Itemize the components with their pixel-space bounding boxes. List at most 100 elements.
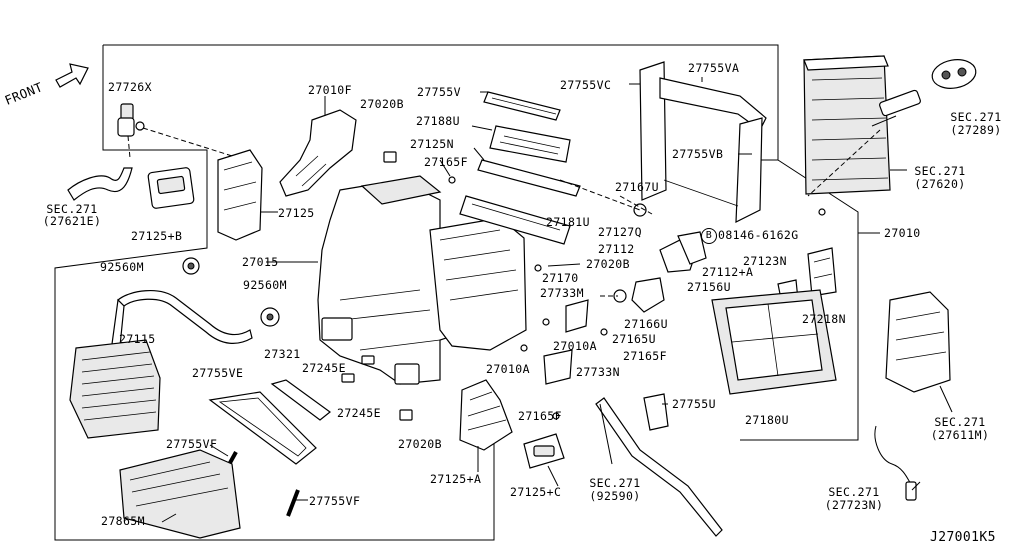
duct-27611M-icon bbox=[885, 291, 951, 393]
seal-27755V-icon bbox=[483, 91, 561, 121]
leader-lines bbox=[161, 77, 953, 523]
valve-27726X-icon bbox=[117, 103, 246, 161]
panel-27755VB-icon bbox=[663, 117, 763, 223]
gasket-27289-icon bbox=[931, 59, 977, 89]
label-27166U: 27166U bbox=[624, 317, 668, 331]
label-27015: 27015 bbox=[242, 255, 279, 269]
label-27755VF-1: 27755VF bbox=[166, 437, 218, 451]
label-27165U: 27165U bbox=[612, 332, 656, 346]
label-27010A-2: 27010A bbox=[486, 362, 530, 376]
label-27245E-1: 27245E bbox=[302, 361, 346, 375]
bracket-27733M-icon bbox=[565, 299, 589, 333]
evaporator-core-icon bbox=[803, 55, 921, 195]
label-27755V: 27755V bbox=[417, 85, 461, 99]
actuator-27112-icon bbox=[559, 179, 707, 273]
sec-27611M-line2: (27611M) bbox=[930, 428, 990, 442]
part-27125N-icon bbox=[477, 159, 581, 197]
clip-27020B-bot-icon bbox=[399, 409, 413, 421]
label-27245E-2: 27245E bbox=[337, 406, 381, 420]
label-27123N: 27123N bbox=[743, 254, 787, 268]
screw-icon bbox=[448, 176, 826, 420]
label-27180U: 27180U bbox=[745, 413, 789, 427]
grille-27180U-icon bbox=[711, 289, 837, 395]
label-27125: 27125 bbox=[278, 206, 315, 220]
label-27165F-top: 27165F bbox=[424, 155, 468, 169]
label-27125N: 27125N bbox=[410, 137, 454, 151]
label-27112A: 27112+A bbox=[702, 265, 754, 279]
seal-27755VF-2-icon bbox=[286, 489, 300, 517]
label-27010: 27010 bbox=[884, 226, 921, 240]
clip-27245E-1-icon bbox=[361, 355, 375, 365]
duct-27865M-icon bbox=[119, 449, 241, 539]
seal-27755U-icon bbox=[643, 393, 669, 431]
label-27188U: 27188U bbox=[416, 114, 460, 128]
label-27165F-bot: 27165F bbox=[518, 409, 562, 423]
label-27112: 27112 bbox=[598, 242, 635, 256]
heater-unit-27015-icon bbox=[317, 175, 527, 385]
actuator-27166U-icon bbox=[613, 277, 665, 313]
heater-core-27115-icon bbox=[69, 339, 161, 439]
gasket-27181U-icon bbox=[459, 195, 571, 245]
grommet-92560M-2-icon bbox=[260, 307, 280, 327]
pipe-icon bbox=[111, 290, 253, 347]
label-27010F: 27010F bbox=[308, 83, 352, 97]
sec-27621E-line1: SEC.271 bbox=[46, 202, 98, 216]
label-27170: 27170 bbox=[542, 271, 579, 285]
sec-27723N-line2: (27723N) bbox=[824, 498, 884, 512]
label-27165F-mid: 27165F bbox=[623, 349, 667, 363]
clip-27245E-2-icon bbox=[341, 373, 355, 383]
sec-92590-line1: SEC.271 bbox=[589, 476, 641, 490]
sec-27620-line2: (27620) bbox=[914, 177, 966, 191]
label-27733N: 27733N bbox=[576, 365, 620, 379]
label-27020B-mid: 27020B bbox=[586, 257, 630, 271]
label-27726X: 27726X bbox=[108, 80, 152, 94]
label-27755VB: 27755VB bbox=[672, 147, 724, 161]
duct-27125A-icon bbox=[459, 379, 513, 451]
bolt-circle-badge: B bbox=[701, 228, 717, 244]
sec-27289-line2: (27289) bbox=[950, 123, 1002, 137]
sec-27611M-line1: SEC.271 bbox=[934, 415, 986, 429]
sec-27289-line1: SEC.271 bbox=[950, 110, 1002, 124]
label-27755VE: 27755VE bbox=[192, 366, 244, 380]
duct-27010F-icon bbox=[279, 96, 357, 197]
label-27156U: 27156U bbox=[687, 280, 731, 294]
clip-27020B-top-icon bbox=[383, 151, 397, 163]
gasket-27321-icon bbox=[270, 379, 331, 421]
duct-27125C-icon bbox=[523, 433, 565, 469]
label-92560M-1: 92560M bbox=[100, 260, 144, 274]
label-27125B: 27125+B bbox=[131, 229, 183, 243]
bracket-27733N-icon bbox=[543, 349, 573, 385]
hose-27621E-icon bbox=[67, 167, 133, 201]
label-27127Q: 27127Q bbox=[598, 225, 642, 239]
filter-27188U-icon bbox=[489, 125, 571, 163]
sec-27620-line1: SEC.271 bbox=[914, 164, 966, 178]
label-27755VA: 27755VA bbox=[688, 61, 740, 75]
label-27755U: 27755U bbox=[672, 397, 716, 411]
label-27010A-1: 27010A bbox=[553, 339, 597, 353]
gasket-27755VE-icon bbox=[208, 391, 317, 465]
pipe-92590-icon bbox=[595, 397, 723, 537]
label-27020B-top: 27020B bbox=[360, 97, 404, 111]
front-arrow-icon bbox=[55, 63, 89, 88]
bracket-27123N-icon bbox=[807, 247, 837, 297]
label-27755VC: 27755VC bbox=[560, 78, 612, 92]
sec-27723N-line1: SEC.271 bbox=[828, 485, 880, 499]
sec-27621E-line2: (27621E) bbox=[42, 214, 102, 228]
label-27167U: 27167U bbox=[615, 180, 659, 194]
label-27125C: 27125+C bbox=[510, 485, 562, 499]
sec-92590-line2: (92590) bbox=[589, 489, 641, 503]
label-92560M-2: 92560M bbox=[243, 278, 287, 292]
sensor-27723N-icon bbox=[874, 425, 917, 501]
label-27733M: 27733M bbox=[540, 286, 584, 300]
label-27865M: 27865M bbox=[101, 514, 145, 528]
label-27321: 27321 bbox=[264, 347, 301, 361]
label-27125A: 27125+A bbox=[430, 472, 482, 486]
label-27755VF-2: 27755VF bbox=[309, 494, 361, 508]
grommet-92560M-1-icon bbox=[182, 257, 200, 275]
label-bolt: 08146-6162G bbox=[718, 228, 799, 242]
label-27115: 27115 bbox=[119, 332, 156, 346]
bracket-27125B-icon bbox=[147, 167, 195, 209]
label-27181U: 27181U bbox=[546, 215, 590, 229]
diagram-code: J27001K5 bbox=[930, 530, 996, 545]
